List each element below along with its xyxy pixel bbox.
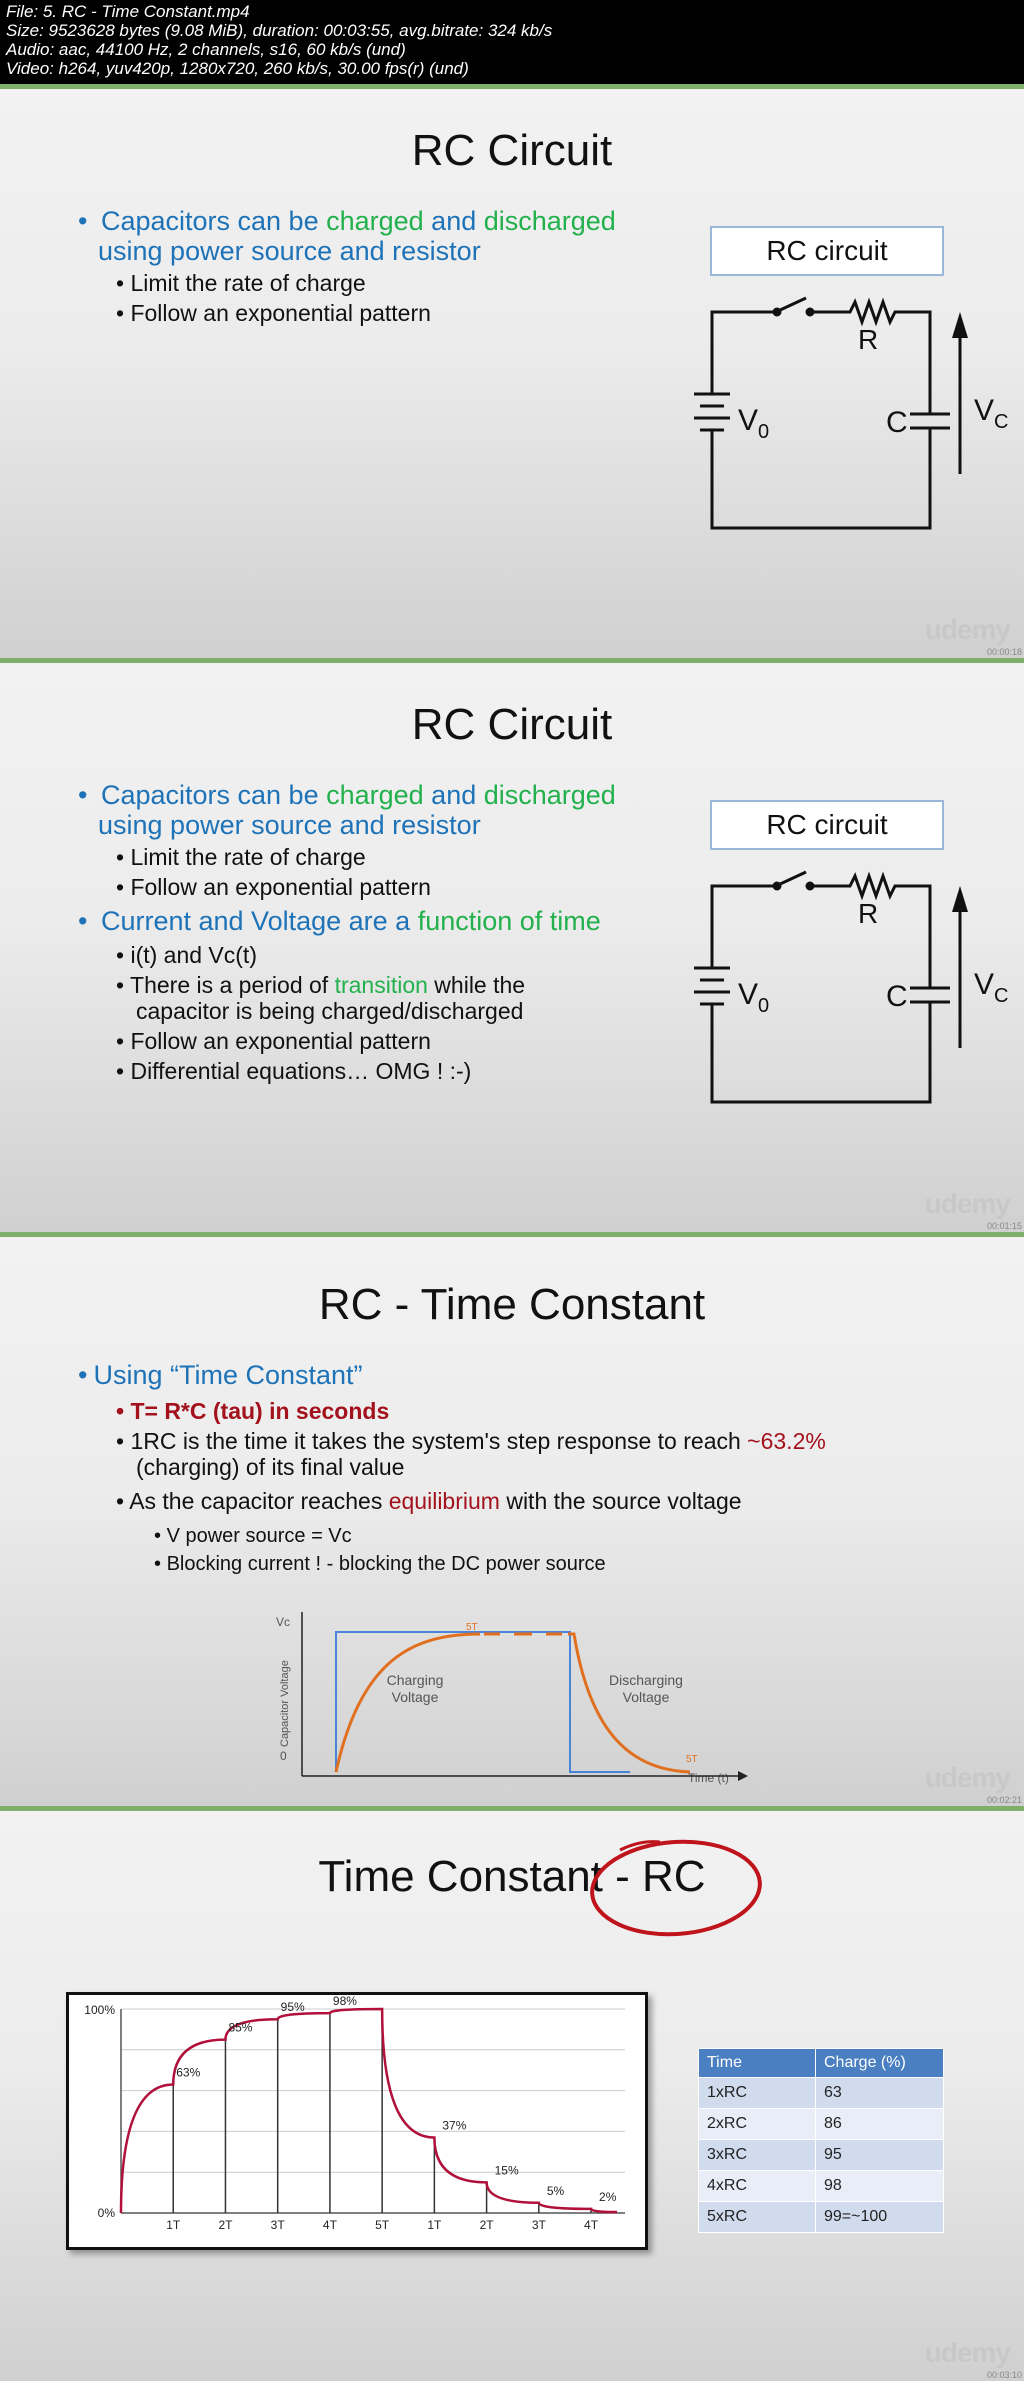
- slide-1: RC Circuit • Capacitors can be charged a…: [0, 84, 1024, 658]
- file-info-header: File: 5. RC - Time Constant.mp4 Size: 95…: [0, 0, 1024, 84]
- y-top-label: Vc: [276, 1615, 290, 1629]
- capacitor-voltage-label: VC: [974, 968, 1008, 1007]
- bullet-capacitors-cont: using power source and resistor: [98, 810, 481, 840]
- sub-bullet: • Follow an exponential pattern: [116, 1028, 431, 1054]
- x-tick-label: 2T: [218, 2218, 233, 2232]
- discharging-label: Discharging: [609, 1672, 683, 1688]
- x-tick-label: 4T: [323, 2218, 338, 2232]
- sub-bullet-tau: • T= R*C (tau) in seconds: [116, 1398, 390, 1424]
- slide-title: RC Circuit: [411, 700, 613, 749]
- source-voltage-label: V0: [738, 404, 769, 443]
- charging-label-2: Voltage: [392, 1689, 439, 1705]
- capacitor-label: C: [886, 406, 908, 439]
- 5t-mark: 5T: [686, 1754, 698, 1765]
- udemy-logo: udemy: [924, 1188, 1011, 1219]
- red-circle-annotation: [590, 1839, 762, 1937]
- y-label-top: 100%: [84, 2003, 115, 2017]
- slide-4: Time Constant - RC 100% 0% 1T 2T 3T 4T 5T 1T 2T 3…: [0, 1806, 1024, 2381]
- sub-bullet: • Follow an exponential pattern: [116, 874, 431, 900]
- sub-bullet: • As the capacitor reaches equilibrium w…: [116, 1488, 742, 1514]
- y-label-bottom: 0%: [98, 2206, 116, 2220]
- x-tick-label: 3T: [532, 2218, 547, 2232]
- x-tick-label: 1T: [427, 2218, 442, 2232]
- 5t-mark: 5T: [466, 1622, 478, 1633]
- sub-bullet-cont: (charging) of its final value: [136, 1454, 405, 1480]
- sub-sub-bullet: • V power source = Vc: [154, 1525, 352, 1547]
- rc-percent-chart: 100% 0% 1T 2T 3T 4T 5T 1T 2T 3T 4T 63% 85% 95% 98% 37% 1…: [84, 1995, 625, 2232]
- point-label: 5%: [547, 2184, 565, 2198]
- slide-3: RC - Time Constant •Using “Time Constant…: [0, 1232, 1024, 1806]
- resistor-label: R: [858, 898, 878, 929]
- y-zero-label: 0: [280, 1749, 287, 1763]
- udemy-logo: udemy: [924, 2337, 1011, 2368]
- slide-title: Time Constant - RC: [318, 1852, 706, 1901]
- point-label: 15%: [495, 2163, 519, 2177]
- timestamp: 00:01:15: [986, 1221, 1022, 1231]
- bullet-capacitors-cont: using power source and resistor: [98, 236, 481, 266]
- size-line: Size: 9523628 bytes (9.08 MiB), duration…: [6, 21, 553, 40]
- discharging-label-2: Voltage: [623, 1689, 670, 1705]
- sub-bullet: • Limit the rate of charge: [116, 844, 366, 870]
- y-axis-label: Capacitor Voltage: [279, 1660, 291, 1747]
- rc-circuit-box: RC circuit: [710, 800, 944, 850]
- bullet-capacitors: • Capacitors can be charged and discharg…: [78, 780, 616, 810]
- timestamp: 00:00:18: [986, 647, 1022, 657]
- sub-sub-bullet: • Blocking current ! - blocking the DC p…: [154, 1553, 606, 1575]
- charging-label: Charging: [387, 1672, 444, 1688]
- rc-circuit-box: RC circuit: [710, 226, 944, 276]
- sub-bullet: • Follow an exponential pattern: [116, 300, 431, 326]
- udemy-logo: udemy: [924, 1762, 1011, 1793]
- sub-bullet: • i(t) and Vc(t): [116, 942, 257, 968]
- rc-circuit-diagram: R C V0 VC: [694, 870, 1008, 1104]
- point-label: 37%: [442, 2119, 466, 2133]
- sub-bullet: • Limit the rate of charge: [116, 270, 366, 296]
- x-tick-label: 1T: [166, 2218, 181, 2232]
- rc-chart-frame: 100% 0% 1T 2T 3T 4T 5T 1T 2T 3T 4T 63% 85% 95% 98% 37% 1…: [66, 1992, 648, 2250]
- x-axis-label: Time (t): [688, 1771, 729, 1785]
- bullet-current-voltage: • Current and Voltage are a function of …: [78, 906, 601, 936]
- x-tick-label: 5T: [375, 2218, 390, 2232]
- audio-line: Audio: aac, 44100 Hz, 2 channels, s16, 6…: [6, 40, 406, 59]
- sub-bullet: • There is a period of transition while …: [116, 972, 526, 998]
- sub-bullet-cont: capacitor is being charged/discharged: [136, 998, 524, 1024]
- slide-title: RC - Time Constant: [318, 1280, 706, 1329]
- table-header: Time: [698, 2048, 816, 2078]
- charging-discharging-graph: Vc 0 Capacitor Voltage Time (t) Charging…: [276, 1612, 748, 1785]
- x-tick-label: 4T: [584, 2218, 599, 2232]
- rc-circuit-diagram: R C V0 VC: [694, 296, 1008, 530]
- resistor-label: R: [858, 324, 878, 355]
- x-tick-label: 2T: [480, 2218, 495, 2232]
- point-label: 2%: [599, 2190, 617, 2204]
- table-header: Charge (%): [815, 2048, 944, 2078]
- capacitor-label: C: [886, 980, 908, 1013]
- timestamp: 00:03:10: [986, 2370, 1022, 2380]
- point-label: 95%: [281, 2000, 305, 2014]
- capacitor-voltage-label: VC: [974, 394, 1008, 433]
- sub-bullet: • 1RC is the time it takes the system's …: [116, 1428, 826, 1454]
- point-label: 98%: [333, 1995, 357, 2008]
- timestamp: 00:02:21: [986, 1795, 1022, 1805]
- video-line: Video: h264, yuv420p, 1280x720, 260 kb/s…: [6, 59, 469, 78]
- point-label: 63%: [176, 2065, 200, 2079]
- x-tick-label: 3T: [271, 2218, 286, 2232]
- bullet-time-constant: •Using “Time Constant”: [78, 1360, 363, 1390]
- point-label: 85%: [228, 2021, 252, 2035]
- charge-discharge-curve: [119, 2007, 618, 2214]
- udemy-logo: udemy: [924, 614, 1011, 645]
- sub-bullet: • Differential equations… OMG ! :-): [116, 1058, 472, 1084]
- source-voltage-label: V0: [738, 978, 769, 1017]
- slide-2: RC Circuit • Capacitors can be charged a…: [0, 658, 1024, 1232]
- file-line: File: 5. RC - Time Constant.mp4: [6, 2, 250, 21]
- bullet-capacitors: • Capacitors can be charged and discharg…: [78, 206, 616, 236]
- slide-title: RC Circuit: [411, 126, 613, 175]
